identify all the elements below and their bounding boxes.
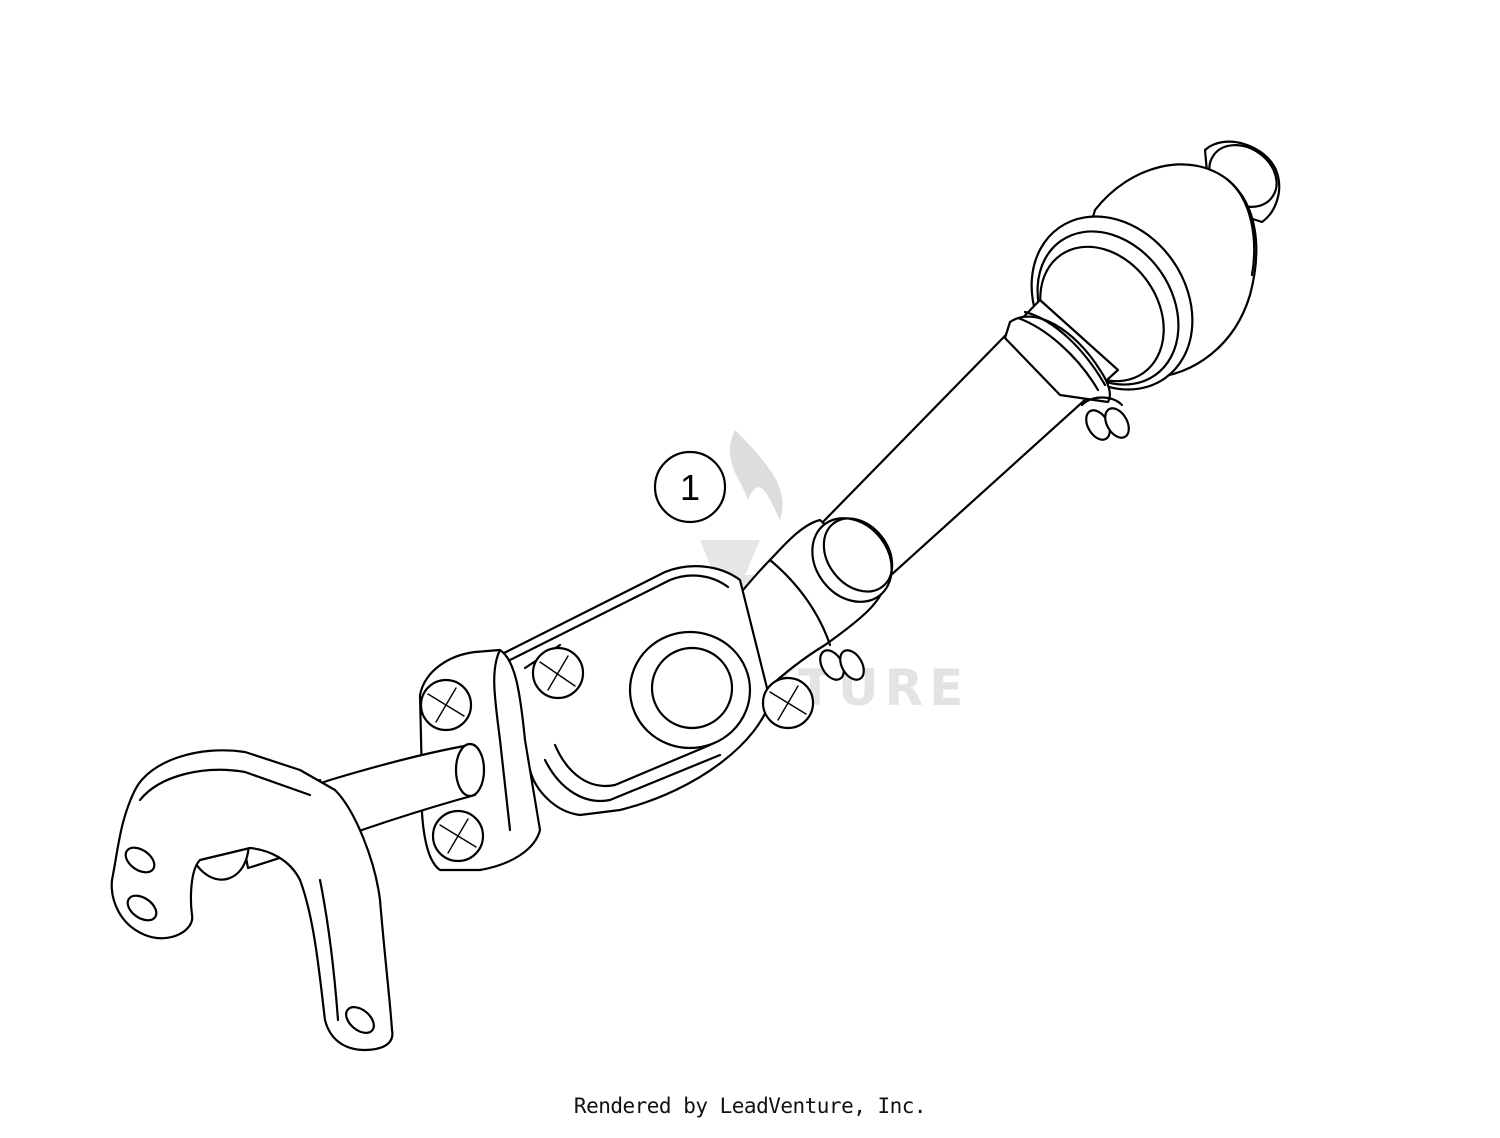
fork-bracket (110, 749, 394, 1052)
callout-1-label: 1 (680, 467, 700, 508)
render-credit: Rendered by LeadVenture, Inc. (573, 1094, 927, 1118)
callout-1: 1 (653, 450, 727, 524)
filter-housing-plate (498, 565, 815, 817)
